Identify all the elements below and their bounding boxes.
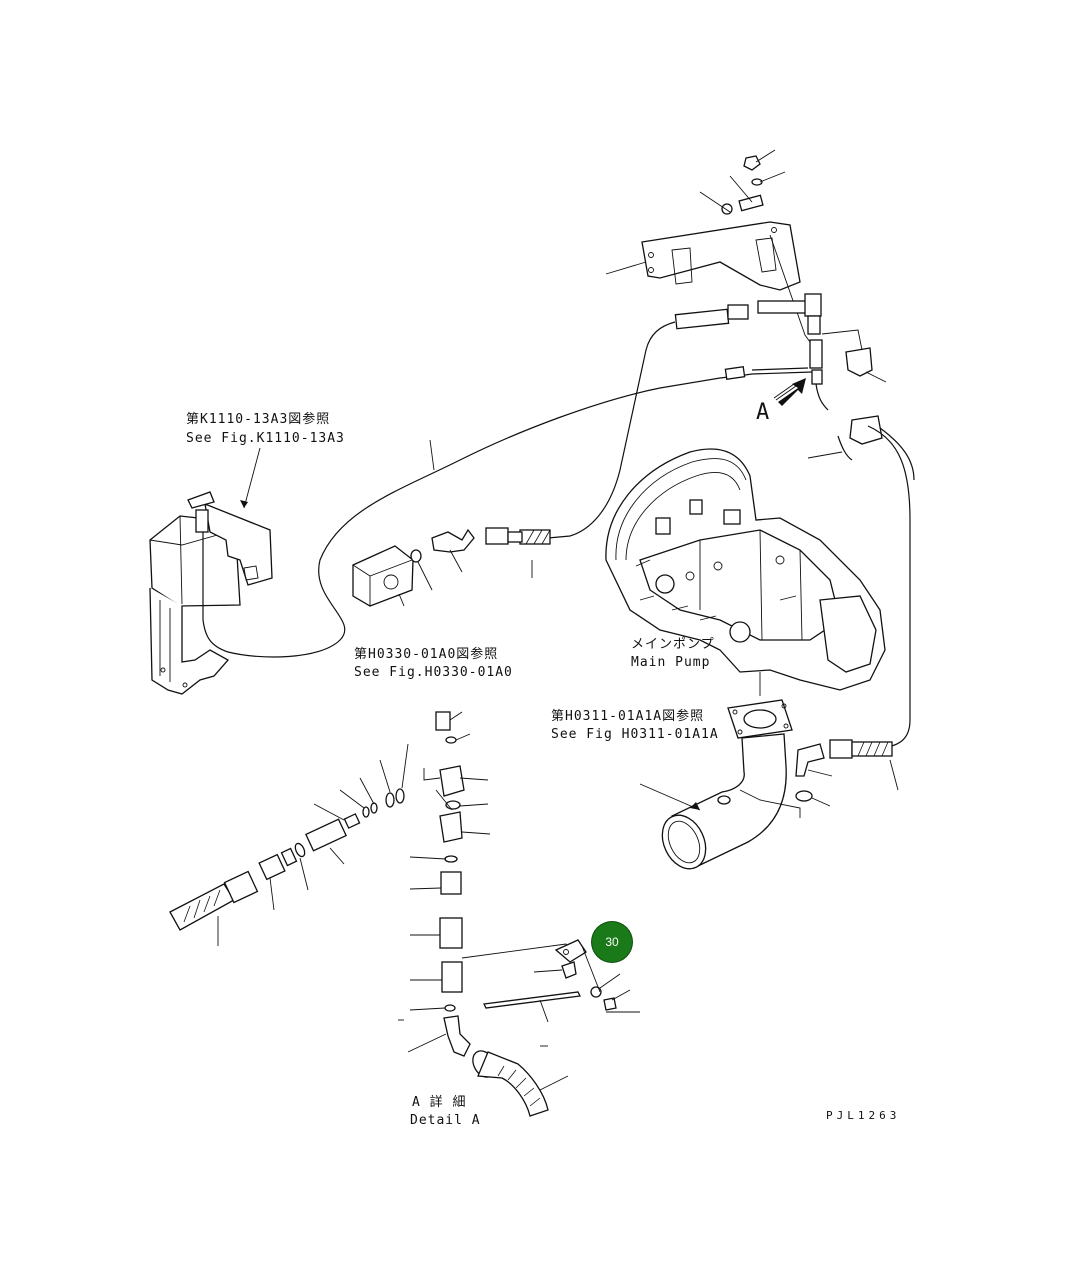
ref-h0311-jp-label: 第H0311-01A1A図参照 [551, 709, 705, 724]
detail-a-hose-left [169, 743, 409, 946]
main-pump [605, 448, 886, 696]
detail-a-lever [483, 939, 640, 1047]
part-callout-30[interactable]: 30 [592, 922, 632, 962]
ref-k1110-en-label: See Fig.K1110-13A3 [186, 431, 345, 446]
main-pump-en-label: Main Pump [631, 655, 711, 670]
ref-h0330-jp-label: 第H0330-01A0図参照 [354, 647, 499, 662]
ref-h0330-en-label: See Fig.H0330-01A0 [354, 665, 513, 680]
pedal-box-assembly [149, 447, 273, 695]
control-cable [202, 321, 813, 658]
detail-a-hose-bottom [472, 1050, 569, 1117]
ref-k1110-jp-label: 第K1110-13A3図参照 [186, 412, 331, 427]
main-pump-jp-label: メインポンプ [631, 637, 715, 652]
hose-fittings-right [795, 739, 899, 791]
view-arrow-a [773, 378, 806, 406]
detail-a-en-label: Detail A [410, 1113, 481, 1128]
view-a-label: A [756, 400, 770, 425]
callout-number: 30 [605, 935, 619, 949]
suction-elbow [639, 699, 831, 870]
ref-h0311-en-label: See Fig H0311-01A1A [551, 727, 719, 742]
manifold-block [352, 528, 475, 607]
detail-a-fittings [398, 711, 581, 1057]
control-valve-group [674, 293, 915, 749]
drawing-code-label: PJL1263 [826, 1109, 901, 1122]
detail-a-jp-label: A 詳 細 [412, 1095, 467, 1110]
top-bracket-assembly [605, 149, 811, 343]
